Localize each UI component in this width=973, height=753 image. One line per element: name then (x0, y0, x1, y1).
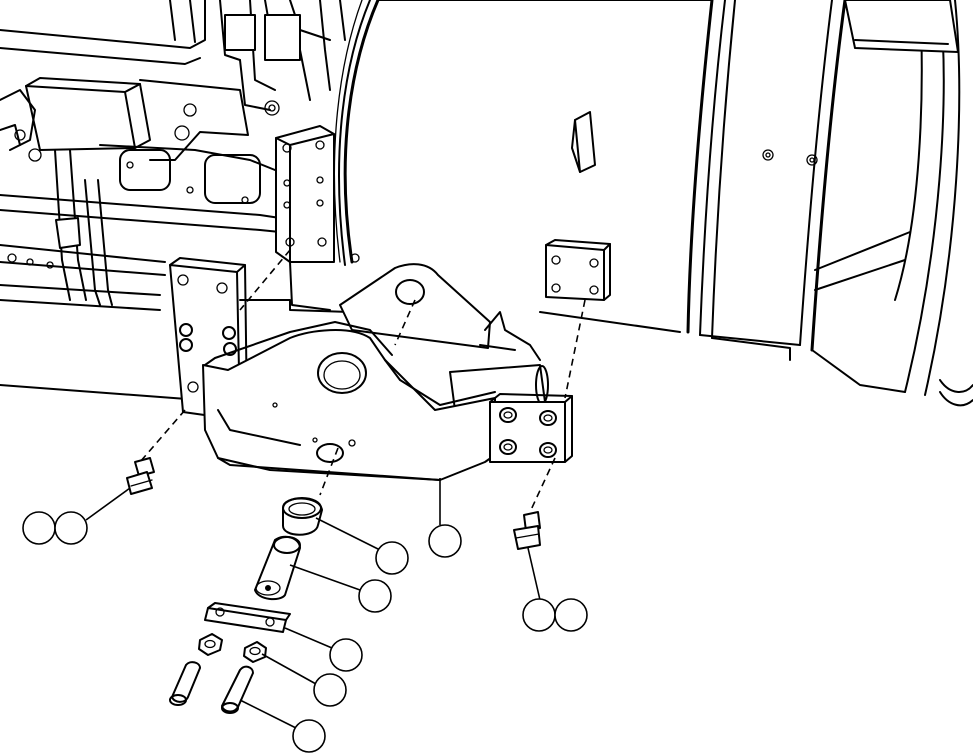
main-bracket (202, 263, 573, 481)
callout-bushing (375, 541, 409, 575)
bolt-left (126, 457, 155, 495)
callout-circle (313, 673, 347, 707)
screw-left (169, 661, 201, 706)
callout-bolt-left (22, 511, 88, 545)
nut-left (198, 633, 223, 656)
callout-circle (22, 511, 56, 545)
callout-retaining-plate (329, 638, 363, 672)
callout-bolt-right (522, 598, 588, 632)
callout-circle (554, 598, 588, 632)
callout-circle (522, 598, 556, 632)
bushing (281, 497, 323, 536)
screw-right (221, 665, 254, 714)
callout-circle (329, 638, 363, 672)
cylinder-housing (333, 0, 973, 407)
machine-frame (0, 0, 351, 401)
callout-nut (313, 673, 347, 707)
callout-pin (358, 579, 392, 613)
pivot-pin (254, 535, 301, 601)
callout-circle (54, 511, 88, 545)
callout-circle (428, 524, 462, 558)
callout-circle (292, 719, 326, 753)
callout-bracket (428, 524, 462, 558)
nut-right (243, 641, 267, 663)
callouts (22, 511, 588, 753)
bolt-right (513, 511, 541, 550)
callout-screw (292, 719, 326, 753)
retaining-plate (204, 602, 291, 633)
callout-circle (375, 541, 409, 575)
leader-lines (85, 478, 541, 729)
callout-circle (358, 579, 392, 613)
assembly-lines (139, 249, 586, 513)
